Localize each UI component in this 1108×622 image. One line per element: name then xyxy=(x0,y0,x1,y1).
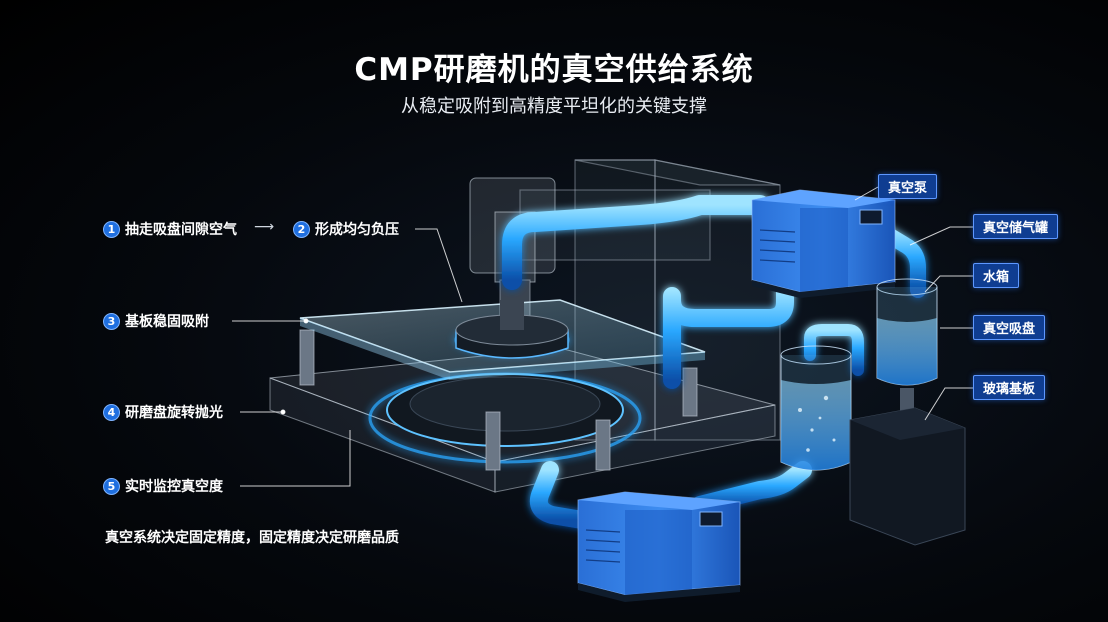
vacuum-pipes xyxy=(502,195,926,529)
water-tank xyxy=(780,345,852,471)
step-label: 形成均匀负压 xyxy=(315,222,399,238)
step-number-badge: 3 xyxy=(103,312,120,330)
page-title: CMP研磨机的真空供给系统 xyxy=(354,52,754,88)
step-label: 抽走吸盘间隙空气 xyxy=(125,222,237,238)
step-number-badge: 5 xyxy=(103,477,120,495)
step-number-badge: 2 xyxy=(293,220,310,238)
step-5: 5 实时监控真空度 xyxy=(103,476,223,496)
step-label: 基板稳固吸附 xyxy=(125,314,209,330)
tagline: 真空系统决定固定精度，固定精度决定研磨品质 xyxy=(105,530,399,546)
top-vacuum-pump xyxy=(751,189,896,298)
arrow-right-icon: ⟶ xyxy=(254,219,275,235)
page-subtitle: 从稳定吸附到高精度平坦化的关键支撑 xyxy=(401,96,707,117)
step-number-badge: 1 xyxy=(103,220,120,238)
leader-lines xyxy=(232,186,973,487)
reservoir-tank xyxy=(876,278,938,418)
step-2: 2 形成均匀负压 xyxy=(293,219,399,239)
step-number-badge: 4 xyxy=(103,403,120,421)
support-legs xyxy=(299,329,698,471)
step-3: 3 基板稳固吸附 xyxy=(103,311,209,331)
step-1: 1 抽走吸盘间隙空气 xyxy=(103,219,237,239)
dark-cabinet xyxy=(849,407,966,546)
step-4: 4 研磨盘旋转抛光 xyxy=(103,402,223,422)
step-label: 研磨盘旋转抛光 xyxy=(125,405,223,421)
polishing-platen xyxy=(368,372,642,464)
step-label: 实时监控真空度 xyxy=(125,479,223,495)
callout-vacuum-chuck: 真空吸盘 xyxy=(973,315,1046,340)
callout-vacuum-reservoir: 真空储气罐 xyxy=(973,214,1059,239)
bottom-vacuum-pump xyxy=(577,491,741,602)
callout-glass-substrate: 玻璃基板 xyxy=(973,375,1046,400)
polishing-head xyxy=(454,300,570,359)
callout-water-tank: 水箱 xyxy=(973,263,1020,288)
callout-vacuum-pump: 真空泵 xyxy=(878,174,938,199)
